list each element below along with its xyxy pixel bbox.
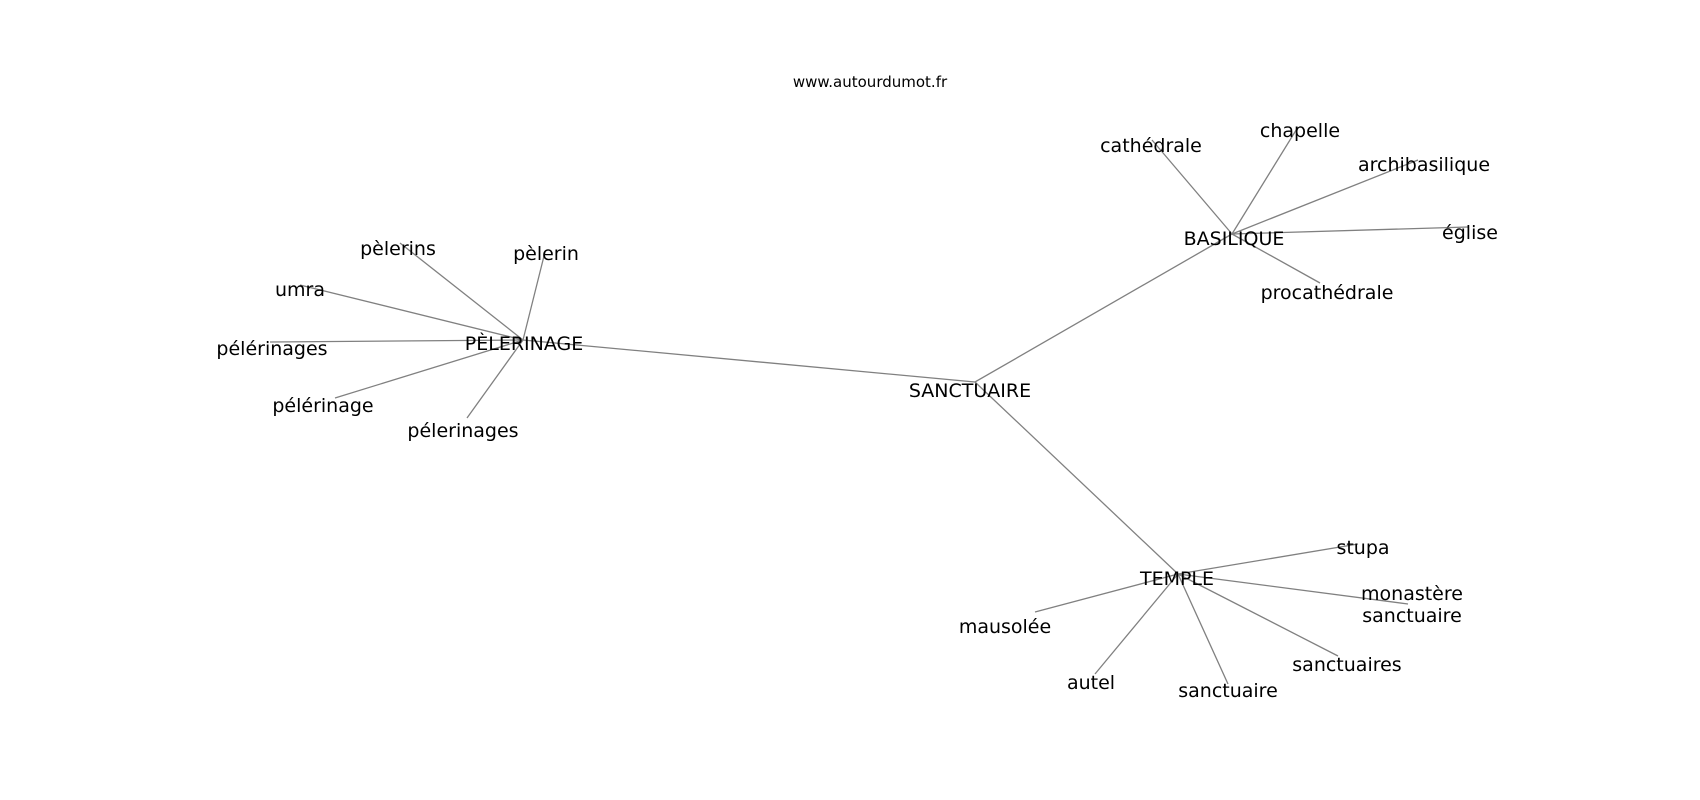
edge-center-pelerinage	[522, 339, 976, 383]
edge-temple-sanctuaire-leaf	[1177, 573, 1229, 685]
edge-basilique-archibasilique	[1231, 159, 1419, 235]
node-label-leaf-mausolee-line: mausolée	[959, 616, 1051, 638]
node-label-leaf-pelerinages-1-line: pélérinages	[216, 338, 327, 360]
node-label-leaf-stupa-line: stupa	[1336, 537, 1389, 559]
edge-pelerinage-pelerinage-leaf	[334, 339, 524, 399]
edge-pelerinage-pelerins	[399, 242, 524, 341]
node-label-leaf-pelerinage-leaf: pélérinage	[272, 395, 373, 417]
node-label-center: SANCTUAIRE	[909, 380, 1031, 402]
edge-pelerinage-pelerinages-1	[269, 339, 524, 343]
edge-temple-mausolee	[1034, 573, 1179, 613]
node-label-leaf-mausolee: mausolée	[959, 616, 1051, 638]
node-label-leaf-pelerinage-leaf-line: pélérinage	[272, 395, 373, 417]
node-label-leaf-sanctuaire-leaf-line: sanctuaire	[1178, 680, 1278, 702]
edge-basilique-eglise	[1231, 226, 1469, 235]
node-label-leaf-sanctuaire-leaf: sanctuaire	[1178, 680, 1278, 702]
node-label-leaf-monastere-sanctuaire-line: monastère	[1361, 583, 1463, 605]
node-label-leaf-umra: umra	[275, 279, 325, 301]
node-label-leaf-pelerin-line: pèlerin	[513, 243, 579, 265]
node-label-leaf-stupa: stupa	[1336, 537, 1389, 559]
node-label-leaf-archibasilique: archibasilique	[1358, 154, 1490, 176]
graph-labels: SANCTUAIRE PÈLERINAGE BASILIQUE TEMPLE pèler…	[216, 120, 1498, 702]
node-label-center-line: SANCTUAIRE	[909, 380, 1031, 402]
node-label-leaf-archibasilique-line: archibasilique	[1358, 154, 1490, 176]
node-label-hub-basilique: BASILIQUE	[1184, 228, 1285, 250]
edge-pelerinage-pelerin	[522, 251, 546, 341]
edge-basilique-cathedrale	[1151, 139, 1233, 235]
edge-temple-autel	[1094, 573, 1179, 675]
node-label-leaf-autel-line: autel	[1067, 672, 1115, 694]
node-label-leaf-pelerins-line: pèlerins	[360, 238, 436, 260]
node-label-leaf-sanctuaires-line: sanctuaires	[1292, 654, 1401, 676]
node-label-leaf-procathedrale: procathédrale	[1261, 282, 1394, 304]
node-label-leaf-umra-line: umra	[275, 279, 325, 301]
node-label-hub-temple-line: TEMPLE	[1139, 568, 1214, 590]
graph-edges	[269, 126, 1469, 685]
node-label-leaf-pelerinages-2-line: pélerinages	[407, 420, 518, 442]
node-label-leaf-chapelle: chapelle	[1260, 120, 1340, 142]
node-label-leaf-chapelle-line: chapelle	[1260, 120, 1340, 142]
node-label-leaf-pelerinages-1: pélérinages	[216, 338, 327, 360]
edge-pelerinage-pelerinages-2	[466, 339, 524, 419]
edge-center-temple	[974, 381, 1179, 575]
node-label-leaf-cathedrale: cathédrale	[1100, 135, 1202, 157]
edge-temple-stupa	[1177, 543, 1359, 575]
edge-basilique-chapelle	[1231, 126, 1299, 235]
edge-pelerinage-umra	[299, 284, 524, 341]
node-label-leaf-eglise-line: église	[1442, 222, 1498, 244]
node-label-leaf-procathedrale-line: procathédrale	[1261, 282, 1394, 304]
edge-basilique-procathedrale	[1231, 233, 1321, 284]
edge-center-basilique	[974, 233, 1233, 383]
edge-temple-sanctuaires	[1177, 573, 1339, 657]
node-label-leaf-monastere-sanctuaire-line: sanctuaire	[1362, 605, 1462, 627]
site-url-label: www.autourdumot.fr	[793, 73, 948, 91]
node-label-hub-pelerinage-line: PÈLERINAGE	[465, 332, 583, 355]
node-label-leaf-pelerinages-2: pélerinages	[407, 420, 518, 442]
node-label-hub-basilique-line: BASILIQUE	[1184, 228, 1285, 250]
node-label-leaf-sanctuaires: sanctuaires	[1292, 654, 1401, 676]
edge-temple-monastere-sanctuaire	[1177, 573, 1409, 605]
node-label-leaf-pelerin: pèlerin	[513, 243, 579, 265]
node-label-leaf-cathedrale-line: cathédrale	[1100, 135, 1202, 157]
node-label-leaf-autel: autel	[1067, 672, 1115, 694]
node-label-hub-pelerinage: PÈLERINAGE	[465, 332, 583, 355]
node-label-leaf-pelerins: pèlerins	[360, 238, 436, 260]
node-label-hub-temple: TEMPLE	[1139, 568, 1214, 590]
node-label-leaf-eglise: église	[1442, 222, 1498, 244]
